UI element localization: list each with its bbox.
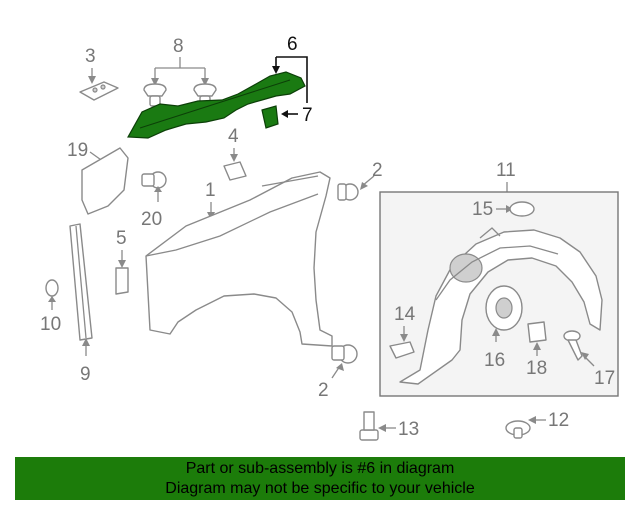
- callout-14: 14: [394, 304, 416, 325]
- plug-part-15[interactable]: [509, 201, 535, 217]
- callout-16: 16: [484, 350, 505, 371]
- screw-part-17[interactable]: [563, 330, 583, 361]
- callout-20: 20: [141, 209, 162, 230]
- callout-15: 15: [472, 199, 493, 220]
- bracket-part-19[interactable]: [81, 147, 129, 215]
- push-pin-part-12[interactable]: [505, 420, 531, 439]
- bracket-part-5[interactable]: [115, 267, 129, 295]
- callout-19: 19: [67, 140, 88, 161]
- banner-line-1: Part or sub-assembly is #6 in diagram: [185, 460, 455, 477]
- nut-part-14[interactable]: [389, 341, 415, 359]
- callout-4: 4: [228, 126, 239, 147]
- callout-6: 6: [287, 34, 298, 55]
- clip-part-8a[interactable]: [143, 83, 167, 107]
- callout-5: 5: [116, 228, 127, 249]
- bolt-part-2-bottom[interactable]: [331, 344, 358, 364]
- callout-12: 12: [548, 410, 569, 431]
- callout-7: 7: [302, 105, 313, 126]
- seal-part-4[interactable]: [223, 161, 247, 181]
- callout-9: 9: [80, 364, 91, 385]
- bolt-part-13[interactable]: [359, 411, 379, 441]
- bolt-part-2-top[interactable]: [337, 183, 359, 201]
- callout-17: 17: [594, 368, 615, 389]
- splash-shield-part-16[interactable]: [485, 285, 523, 331]
- fender-part-1[interactable]: [145, 171, 333, 347]
- clip-part-18[interactable]: [527, 321, 547, 343]
- callout-8: 8: [173, 36, 184, 57]
- callout-2-top: 2: [372, 160, 383, 181]
- callout-1: 1: [205, 180, 216, 201]
- support-bracket-part-6[interactable]: [127, 71, 306, 139]
- nut-part-7[interactable]: [261, 105, 279, 129]
- key-fob-part-3[interactable]: [79, 81, 119, 101]
- callout-2-bottom: 2: [318, 380, 329, 401]
- callout-11: 11: [496, 160, 516, 181]
- bolt-part-20[interactable]: [141, 171, 167, 189]
- callout-3: 3: [85, 46, 96, 67]
- grommet-part-10[interactable]: [45, 279, 59, 297]
- callout-18: 18: [526, 358, 547, 379]
- callout-10: 10: [40, 314, 61, 335]
- banner-line-2: Diagram may not be specific to your vehi…: [165, 480, 475, 497]
- info-banner: Part or sub-assembly is #6 in diagram Di…: [15, 457, 625, 500]
- callout-13: 13: [398, 419, 419, 440]
